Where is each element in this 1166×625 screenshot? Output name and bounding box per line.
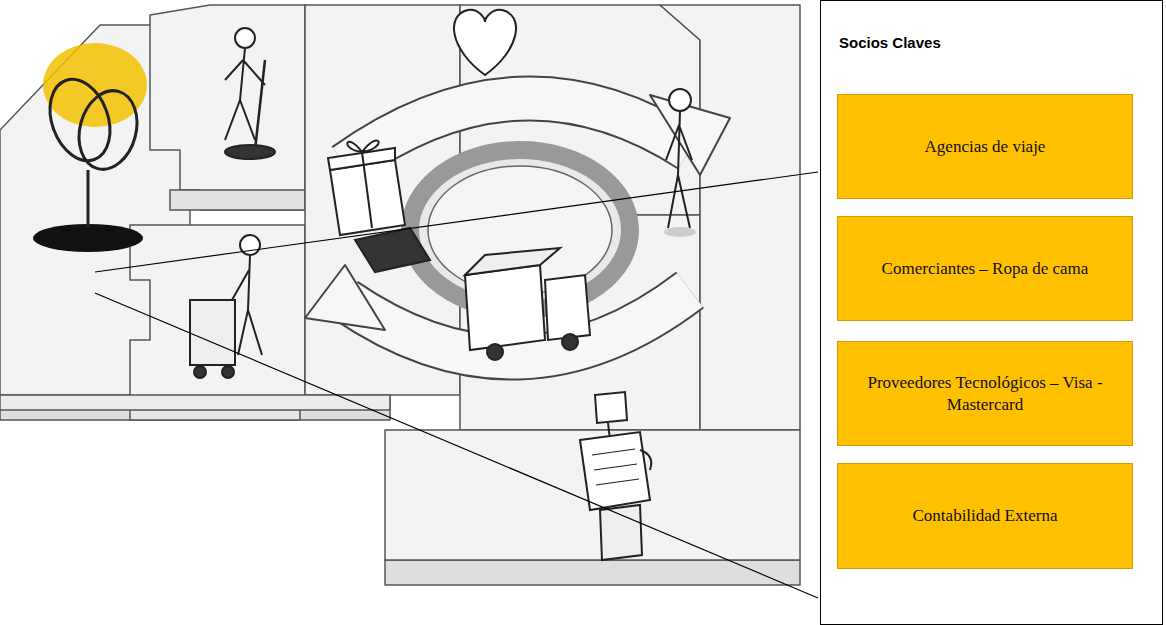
gift-icon-part [362,152,372,228]
truck-icon-part [487,344,503,360]
canvas-tiles [0,5,800,585]
customer-figure-part [669,89,691,111]
canvas-tiles-part [385,430,800,560]
partners-rings-part [39,71,120,169]
arrow-heads-part [650,95,730,175]
customer-figure-part [664,227,696,237]
machine-figure-part [222,366,234,378]
cash-register-icon-part [580,432,650,510]
partner-box: Comerciantes – Ropa de cama [837,216,1133,321]
cash-register-icon-part [595,392,627,423]
truck-icon [465,248,590,360]
cash-register-icon [580,392,651,560]
leader-lines [95,172,818,598]
digging-figure [225,28,275,159]
truck-icon-part [465,265,545,350]
partners-rings-part [71,84,146,176]
heart-icon [454,10,516,75]
canvas-tiles-part [150,5,305,210]
canvas-tiles-part [660,5,800,430]
leader-lines-part [95,293,818,598]
customer-figure-part [666,111,692,228]
canvas-tiles-part [170,190,305,210]
partner-label: Contabilidad Externa [913,505,1058,526]
machine-figure-part [194,366,206,378]
partners-rings [33,43,147,252]
canvas-tiles-part [0,395,390,420]
canvas-tiles-part [130,225,305,400]
arrow-heads-part [305,265,385,330]
customer-figure [664,89,696,237]
gift-icon [328,140,430,272]
machine-figure-part [190,300,235,365]
truck-icon-part [465,248,560,275]
digging-figure-part [225,145,275,159]
partner-box: Proveedores Tecnológicos – Visa - Master… [837,341,1133,446]
partners-panel: Socios ClavesAgencias de viajeComerciant… [820,0,1163,625]
digging-figure-part [235,28,255,48]
partners-rings-part [33,224,143,252]
partner-label: Agencias de viaje [925,136,1046,157]
flow-arrows [345,99,690,358]
cash-register-icon-part [640,450,651,470]
machine-figure-part [232,255,262,355]
cash-register-icon-part [600,505,642,560]
partners-rings-part [87,170,90,228]
business-model-canvas-illustration [0,0,820,625]
partner-label: Comerciantes – Ropa de cama [882,258,1089,279]
truck-icon-part [545,275,590,340]
machine-figure [190,235,262,378]
truck-icon-part [562,334,578,350]
partner-box: Contabilidad Externa [837,463,1133,569]
cash-register-icon-part [592,449,639,485]
heart-icon-part [454,10,516,75]
partner-label: Proveedores Tecnológicos – Visa - Master… [848,372,1122,415]
partner-box: Agencias de viaje [837,94,1133,199]
digging-figure-part [255,60,265,150]
gift-icon-part [347,140,378,152]
leader-lines-part [95,172,818,272]
panel-heading: Socios Claves [839,34,941,51]
canvas-tiles-part [0,395,390,410]
digging-figure-part [225,48,265,140]
